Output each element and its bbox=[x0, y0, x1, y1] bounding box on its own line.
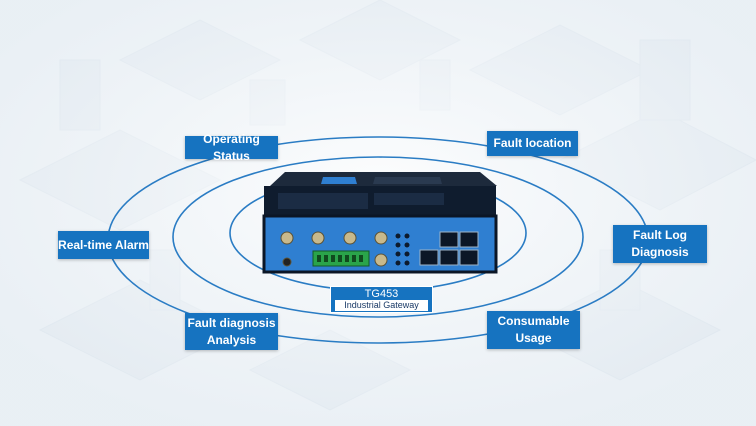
feature-operating-status: Operating Status bbox=[185, 132, 278, 163]
device-subtitle: Industrial Gateway bbox=[335, 300, 428, 311]
feature-fault-diagnosis-analysis: Fault diagnosis Analysis bbox=[185, 313, 278, 350]
feature-real-time-alarm: Real-time Alarm bbox=[58, 231, 149, 259]
status-leds bbox=[395, 233, 410, 266]
feature-consumable-usage: Consumable Usage bbox=[487, 311, 580, 349]
gateway-device bbox=[262, 172, 498, 274]
feature-fault-location: Fault location bbox=[487, 131, 578, 156]
ethernet-ports bbox=[419, 231, 479, 266]
antenna-connectors bbox=[280, 231, 388, 267]
middle-ring bbox=[172, 156, 584, 318]
feature-fault-log-diagnosis: Fault Log Diagnosis bbox=[613, 225, 707, 263]
device-label: TG453 Industrial Gateway bbox=[330, 286, 433, 313]
device-model: TG453 bbox=[364, 288, 399, 300]
